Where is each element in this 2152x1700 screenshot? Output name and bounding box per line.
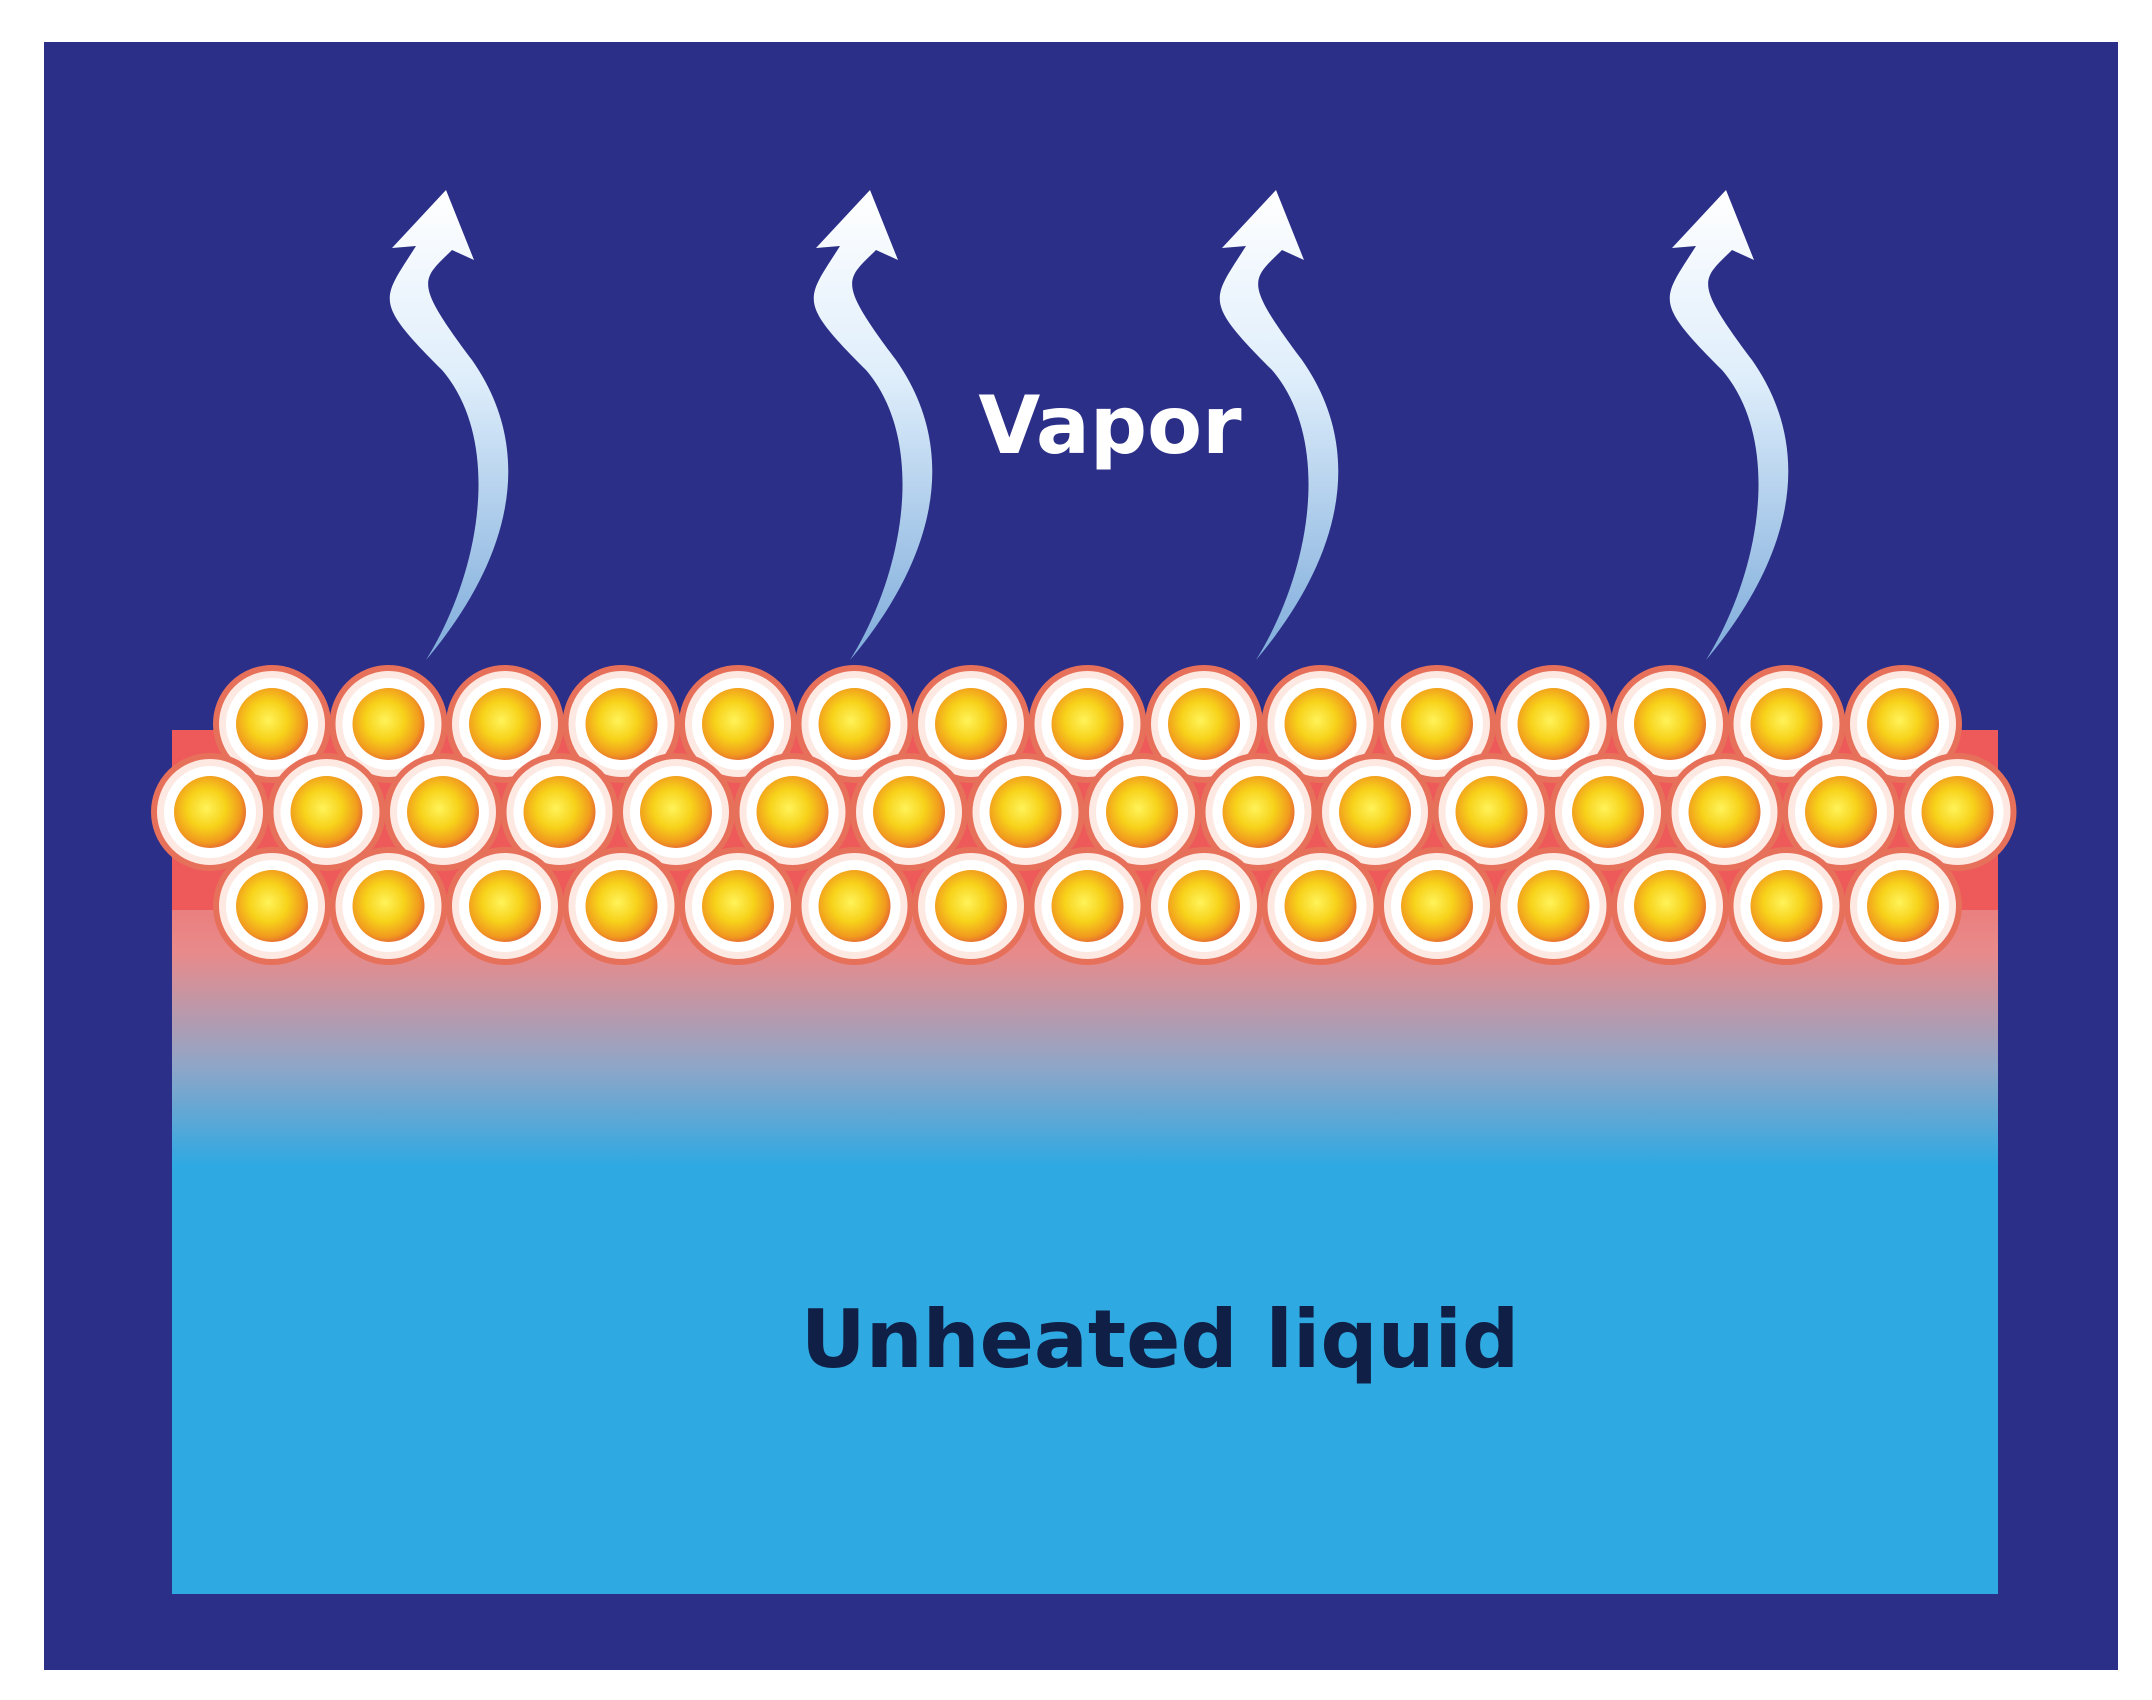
vapor-arrow: [813, 190, 933, 660]
heating-tube: [1432, 753, 1551, 871]
heating-tube: [1261, 847, 1380, 965]
heating-tube: [1145, 847, 1263, 965]
unheated-liquid-label: Unheated liquid: [800, 1293, 1520, 1386]
heating-tube: [1727, 665, 1846, 783]
heating-tube: [912, 665, 1030, 783]
heating-tube: [1145, 665, 1263, 783]
heating-tube: [1611, 847, 1729, 965]
heating-tube: [1494, 665, 1613, 783]
heating-tube: [850, 753, 968, 871]
heating-tube: [617, 753, 735, 871]
heating-tube: [795, 847, 914, 965]
heating-tube: [1083, 753, 1201, 871]
heating-tube: [151, 753, 269, 871]
tube-bundle: [151, 665, 2017, 965]
heating-tube: [213, 665, 331, 783]
heating-tube: [213, 847, 331, 965]
heating-tube: [1727, 847, 1846, 965]
heating-tube: [679, 847, 797, 965]
heating-tube: [1844, 665, 1962, 783]
vapor-label: Vapor: [978, 379, 1242, 472]
heating-tube: [1261, 665, 1380, 783]
heating-tube: [1316, 753, 1434, 871]
heating-tube: [329, 847, 448, 965]
heating-tube: [329, 665, 448, 783]
heating-tube: [562, 847, 681, 965]
heating-tube: [500, 753, 619, 871]
heating-tube: [267, 753, 386, 871]
heating-tube: [795, 665, 914, 783]
heating-tube: [446, 665, 564, 783]
heating-tube: [966, 753, 1085, 871]
heating-tube: [1494, 847, 1613, 965]
heating-tube: [384, 753, 502, 871]
vapor-arrows: [389, 190, 1789, 660]
heating-tube: [562, 665, 681, 783]
heating-tube: [1378, 847, 1496, 965]
heating-tube: [679, 665, 797, 783]
vapor-arrow: [389, 190, 509, 660]
vapor-arrow: [1669, 190, 1789, 660]
heating-tube: [1549, 753, 1667, 871]
heating-tube: [1378, 665, 1496, 783]
heating-tube: [1782, 753, 1900, 871]
heating-tube: [1898, 753, 2017, 871]
heating-tube: [1028, 847, 1147, 965]
heating-tube: [912, 847, 1030, 965]
heating-tube: [1199, 753, 1318, 871]
heating-tube: [1665, 753, 1784, 871]
heating-tube: [1844, 847, 1962, 965]
heating-tube: [733, 753, 852, 871]
heating-tube: [446, 847, 564, 965]
heating-tube: [1611, 665, 1729, 783]
heating-tube: [1028, 665, 1147, 783]
vapor-arrow: [1219, 190, 1339, 660]
